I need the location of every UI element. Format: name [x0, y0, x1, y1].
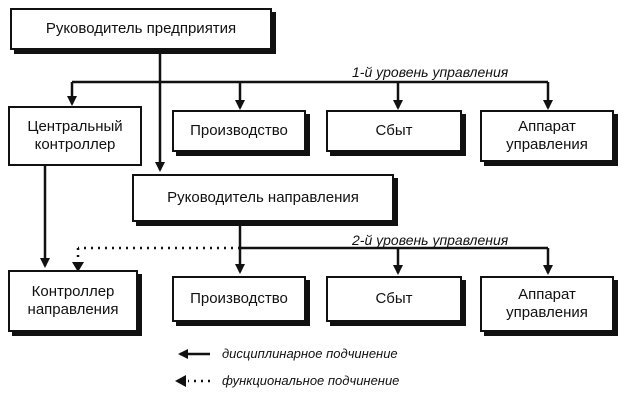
sales-2-box: Сбыт — [326, 276, 462, 322]
direction-controller-box: Контроллер направления — [8, 270, 138, 332]
production-1-label: Производство — [190, 122, 288, 139]
production-2-box: Производство — [172, 276, 306, 322]
level1-label: 1-й уровень управления — [352, 64, 509, 80]
direction-head-box: Руководитель направления — [132, 174, 394, 222]
admin-1-box: Аппарат управления — [480, 110, 614, 162]
level2-label: 2-й уровень управления — [352, 232, 509, 248]
direction-controller-label: Контроллер направления — [27, 283, 119, 318]
legend-dotted-arrowhead — [175, 375, 186, 387]
central-controller-box: Центральный контроллер — [8, 106, 142, 166]
admin-2-label: Аппарат управления — [506, 286, 588, 321]
enterprise-head-label: Руководитель предприятия — [45, 20, 237, 37]
central-controller-label: Центральный контроллер — [27, 118, 123, 153]
production-2-label: Производство — [190, 290, 288, 307]
sales-1-label: Сбыт — [375, 122, 413, 139]
admin-2-box: Аппарат управления — [480, 276, 614, 332]
production-1-box: Производство — [172, 110, 306, 152]
legend-solid-label: дисциплинарное подчинение — [222, 346, 398, 361]
enterprise-head-box: Руководитель предприятия — [10, 8, 272, 50]
direction-head-label: Руководитель направления — [167, 189, 359, 206]
sales-1-box: Сбыт — [326, 110, 462, 152]
legend-dotted-label: функциональное подчинение — [222, 373, 400, 388]
sales-2-label: Сбыт — [375, 290, 413, 307]
admin-1-label: Аппарат управления — [506, 118, 588, 153]
functional-link-arrowhead — [72, 262, 84, 272]
